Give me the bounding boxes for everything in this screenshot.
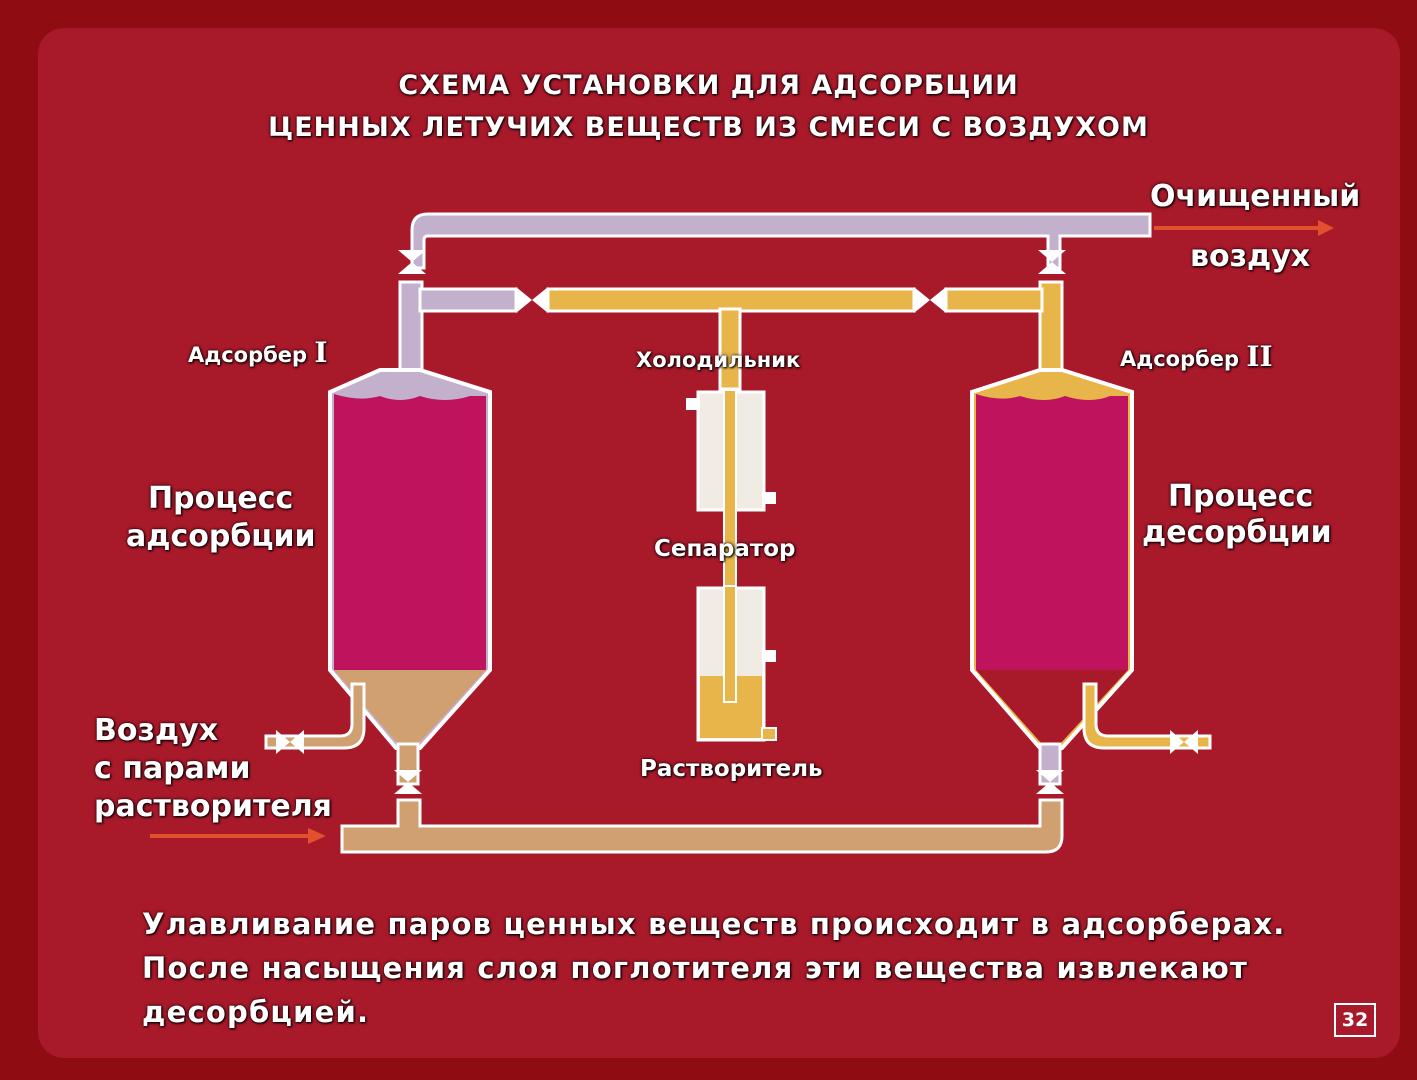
adsorber-2: [970, 368, 1134, 786]
separator: [696, 585, 777, 742]
caption-line-2: После насыщения слоя поглотителя эти вещ…: [142, 951, 1248, 985]
vapor-pipe: [546, 287, 916, 391]
title-line-1: СХЕМА УСТАНОВКИ ДЛЯ АДСОРБЦИИ: [398, 70, 1019, 101]
adsorption-label-2: адсорбции: [126, 519, 316, 554]
valve-icon[interactable]: [516, 287, 548, 313]
valve-icon[interactable]: [914, 287, 946, 313]
desorption-label-1: Процесс: [1168, 479, 1314, 514]
air-inlet-pipe: [264, 682, 366, 750]
slide-board: [38, 28, 1400, 1058]
adsorber-1: [328, 368, 492, 786]
inlet-arrow-icon: [150, 828, 326, 844]
clean-air-pipe: [410, 212, 1334, 270]
valve-icon[interactable]: [1036, 770, 1064, 794]
adsorber-1-label: Адсорбер I: [188, 336, 327, 369]
inlet-label-2: с парами: [94, 751, 251, 786]
cooler-label: Холодильник: [636, 348, 801, 372]
valve-icon[interactable]: [276, 730, 304, 754]
adsorber-1-outlet-pipe: [398, 280, 518, 374]
inlet-label-3: растворителя: [94, 789, 332, 824]
clean-air-label-2: воздух: [1190, 239, 1311, 274]
adsorber-1-number: I: [314, 336, 328, 369]
caption-line-1: Улавливание паров ценных веществ происхо…: [142, 907, 1286, 941]
valve-icon[interactable]: [1170, 730, 1198, 754]
separator-label: Сепаратор: [654, 536, 796, 562]
desorption-label-2: десорбции: [1142, 515, 1332, 550]
bottom-pipe: [340, 798, 1064, 854]
caption-line-3: десорбцией.: [142, 995, 370, 1029]
valve-icon[interactable]: [394, 770, 422, 794]
cooler: [686, 389, 776, 587]
clean-air-label-1: Очищенный: [1150, 179, 1361, 214]
adsorber-2-outlet-pipe: [944, 280, 1064, 374]
adsorption-label-1: Процесс: [148, 481, 294, 516]
inlet-label-1: Воздух: [94, 713, 219, 748]
valve-icon[interactable]: [398, 250, 426, 274]
adsorber-2-label: Адсорбер II: [1120, 340, 1273, 373]
adsorber-2-number: II: [1246, 340, 1273, 373]
adsorber-1-name: Адсорбер: [188, 343, 308, 367]
title-line-2: ЦЕННЫХ ЛЕТУЧИХ ВЕЩЕСТВ ИЗ СМЕСИ С ВОЗДУХ…: [268, 112, 1149, 143]
solvent-label: Растворитель: [640, 756, 823, 782]
valve-icon[interactable]: [1038, 250, 1066, 274]
page-number: 32: [1334, 1003, 1376, 1037]
adsorber-2-name: Адсорбер: [1120, 347, 1240, 371]
